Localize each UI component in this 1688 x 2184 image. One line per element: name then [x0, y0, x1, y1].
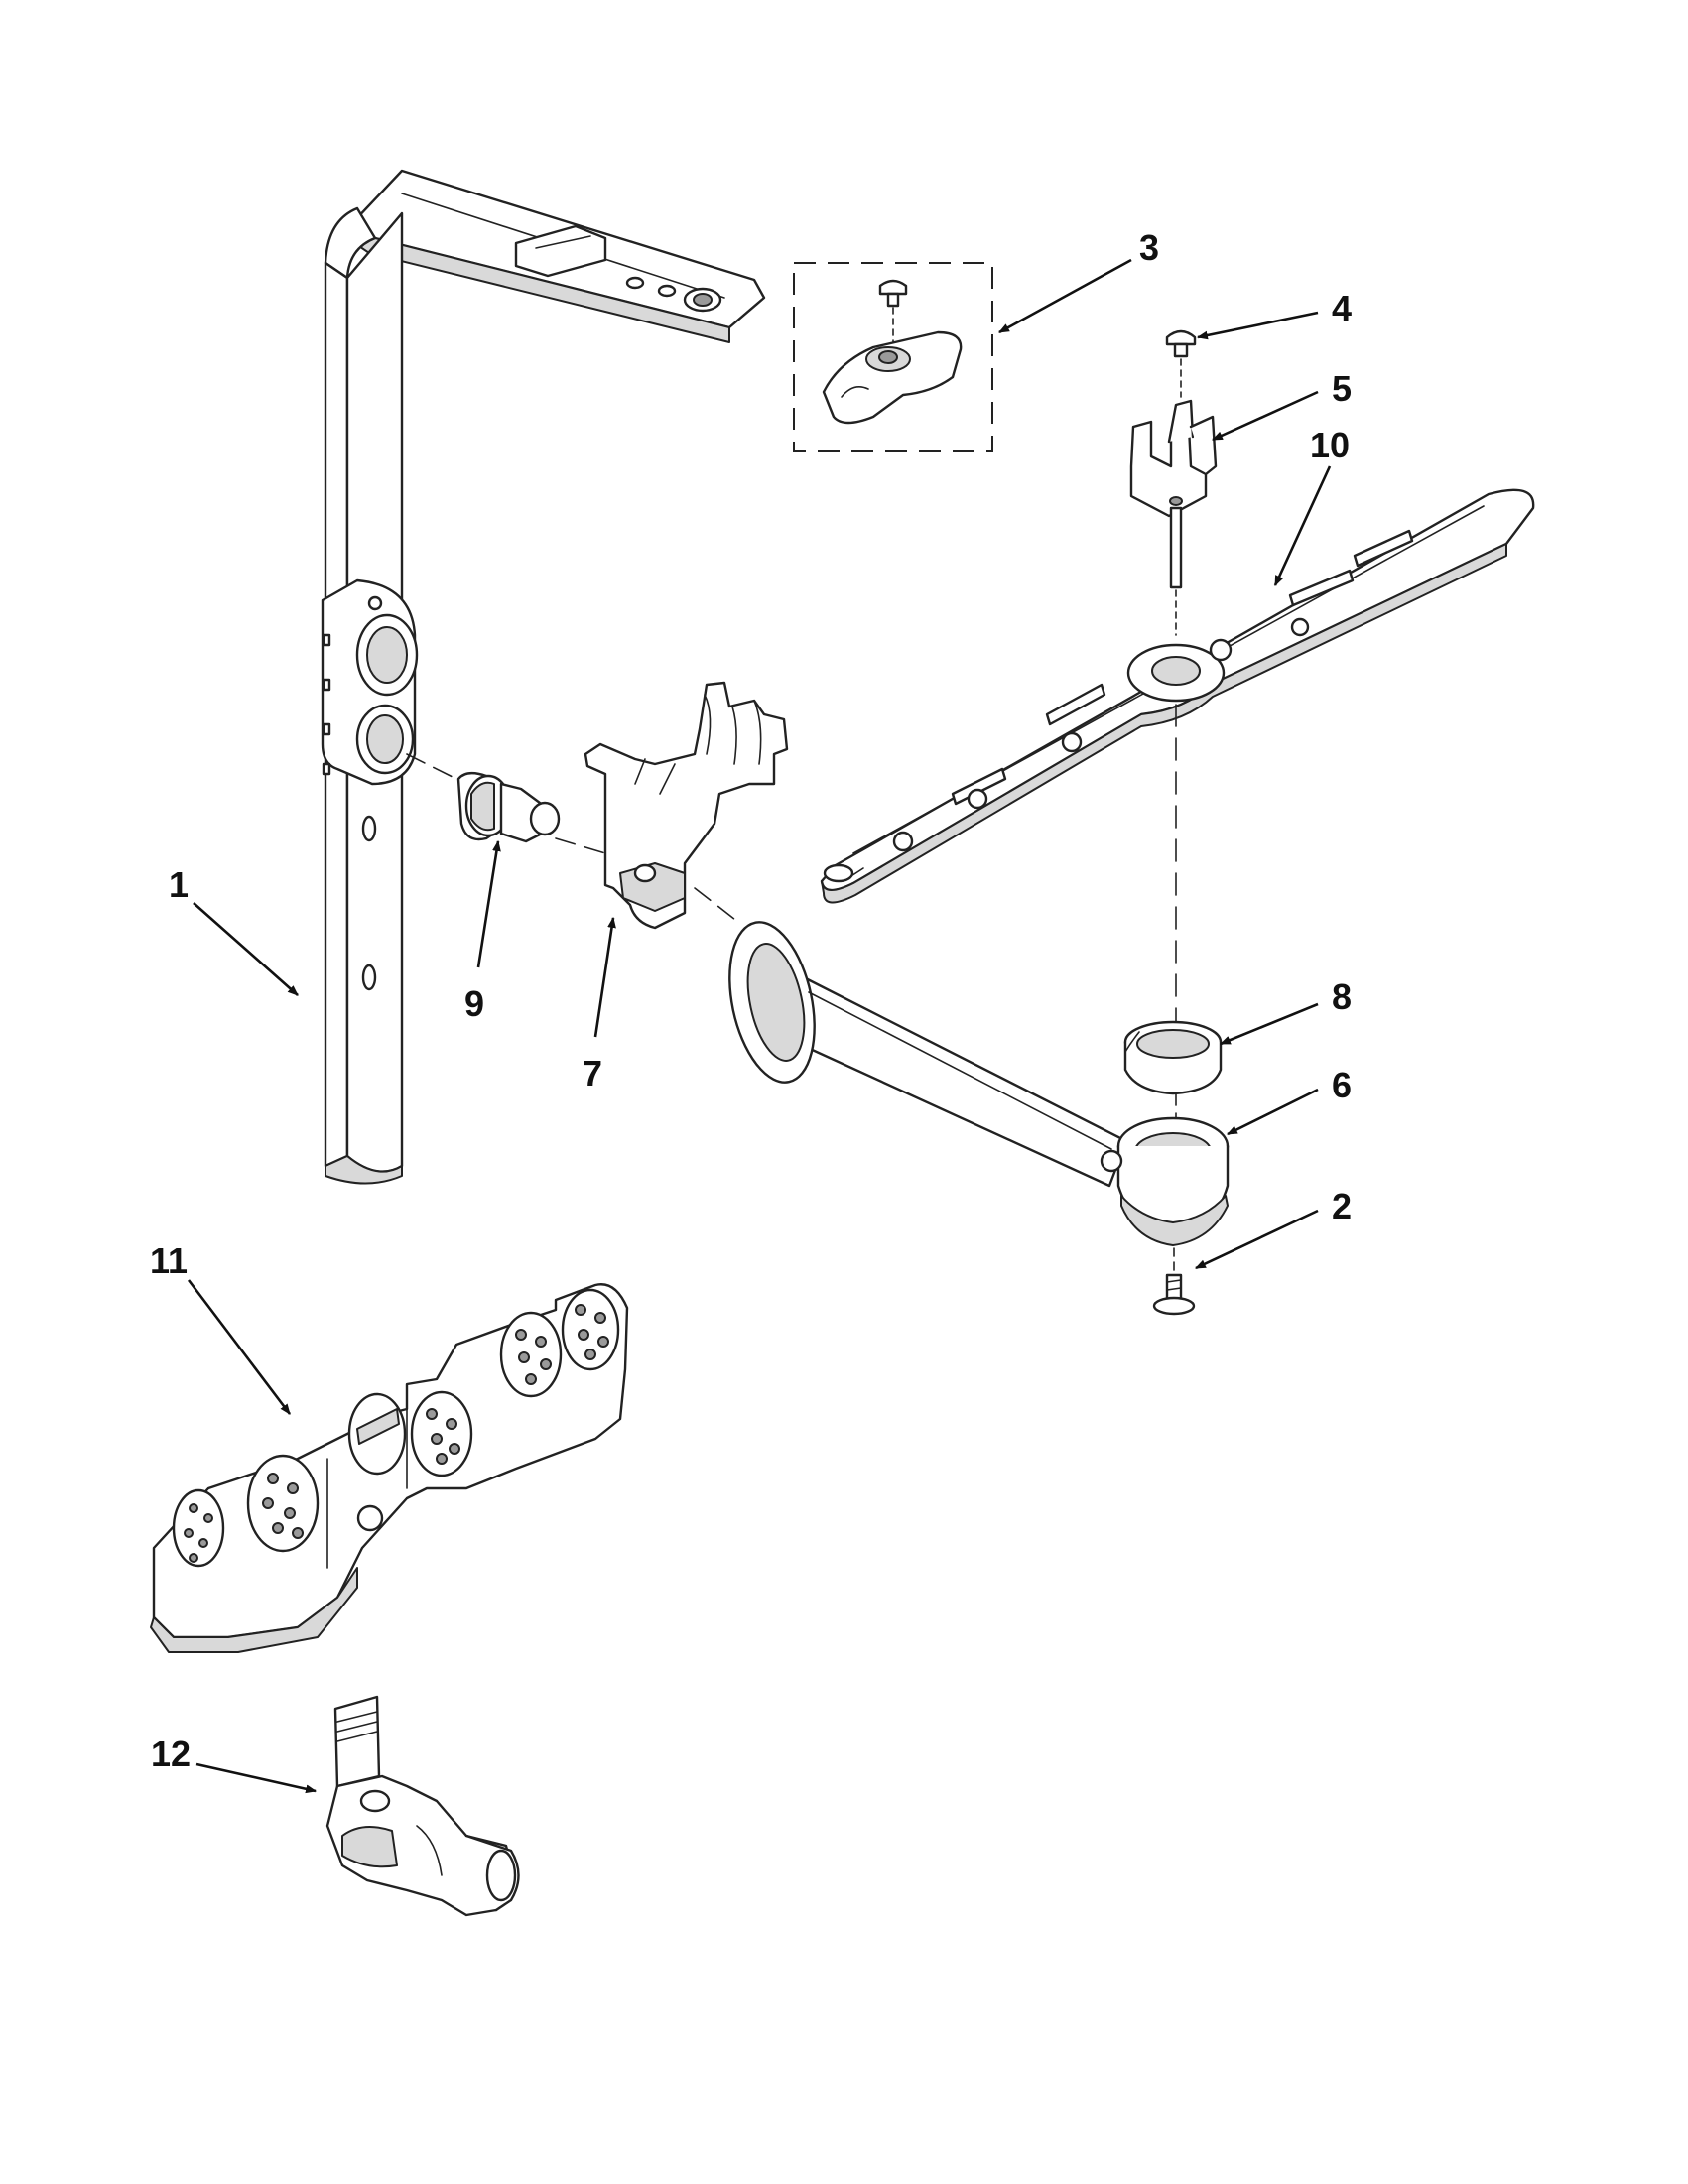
spray-rosette [561, 1288, 620, 1371]
spray-rosette [499, 1311, 563, 1398]
part-6-hub [1100, 1092, 1230, 1246]
callout-6: 6 [1332, 1065, 1352, 1105]
callout-8: 8 [1332, 976, 1352, 1017]
part-9-seal [406, 753, 561, 843]
callout-1: 1 [169, 864, 189, 905]
part-7-support-bracket [555, 681, 789, 930]
callout-4: 4 [1332, 288, 1352, 328]
callout-3: 3 [1139, 227, 1159, 268]
part-5-bearing-clip [1129, 399, 1218, 636]
leader-line-12 [195, 1762, 318, 1794]
spray-rosette [246, 1454, 320, 1553]
part-1-spray-manifold-tube [321, 169, 766, 1185]
leader-line-10 [1273, 465, 1332, 586]
leader-line-6 [1227, 1088, 1319, 1136]
part-12-connector [325, 1695, 520, 1917]
callout-10: 10 [1310, 425, 1350, 465]
leader-line-11 [187, 1279, 292, 1415]
callout-11: 11 [150, 1240, 188, 1281]
callout-5: 5 [1332, 368, 1352, 409]
leader-line-9 [476, 839, 501, 968]
leader-lines [187, 258, 1332, 1794]
callout-2: 2 [1332, 1186, 1352, 1226]
part-11-spray-panel [150, 1283, 629, 1653]
callout-9: 9 [464, 983, 484, 1024]
spray-rosette [410, 1390, 473, 1477]
leader-line-8 [1219, 1002, 1319, 1046]
callout-labels: 1 2 3 4 5 6 7 8 9 10 11 12 [150, 227, 1352, 1774]
feed-tube [728, 921, 1128, 1188]
part-4-screw [1165, 329, 1197, 398]
leader-line-7 [593, 916, 616, 1038]
part-10-spray-arm [820, 488, 1535, 1033]
part-3-clip-kit [793, 262, 993, 452]
leader-line-4 [1196, 311, 1319, 340]
leader-line-3 [998, 258, 1132, 334]
spray-rosette [172, 1488, 225, 1568]
callout-12: 12 [151, 1734, 191, 1774]
leader-line-5 [1211, 390, 1319, 442]
part-8-retaining-ring [1123, 1020, 1223, 1095]
callout-7: 7 [583, 1053, 602, 1093]
part-2-screw [1152, 1247, 1196, 1316]
leader-line-2 [1195, 1209, 1319, 1270]
leader-line-1 [193, 902, 299, 996]
